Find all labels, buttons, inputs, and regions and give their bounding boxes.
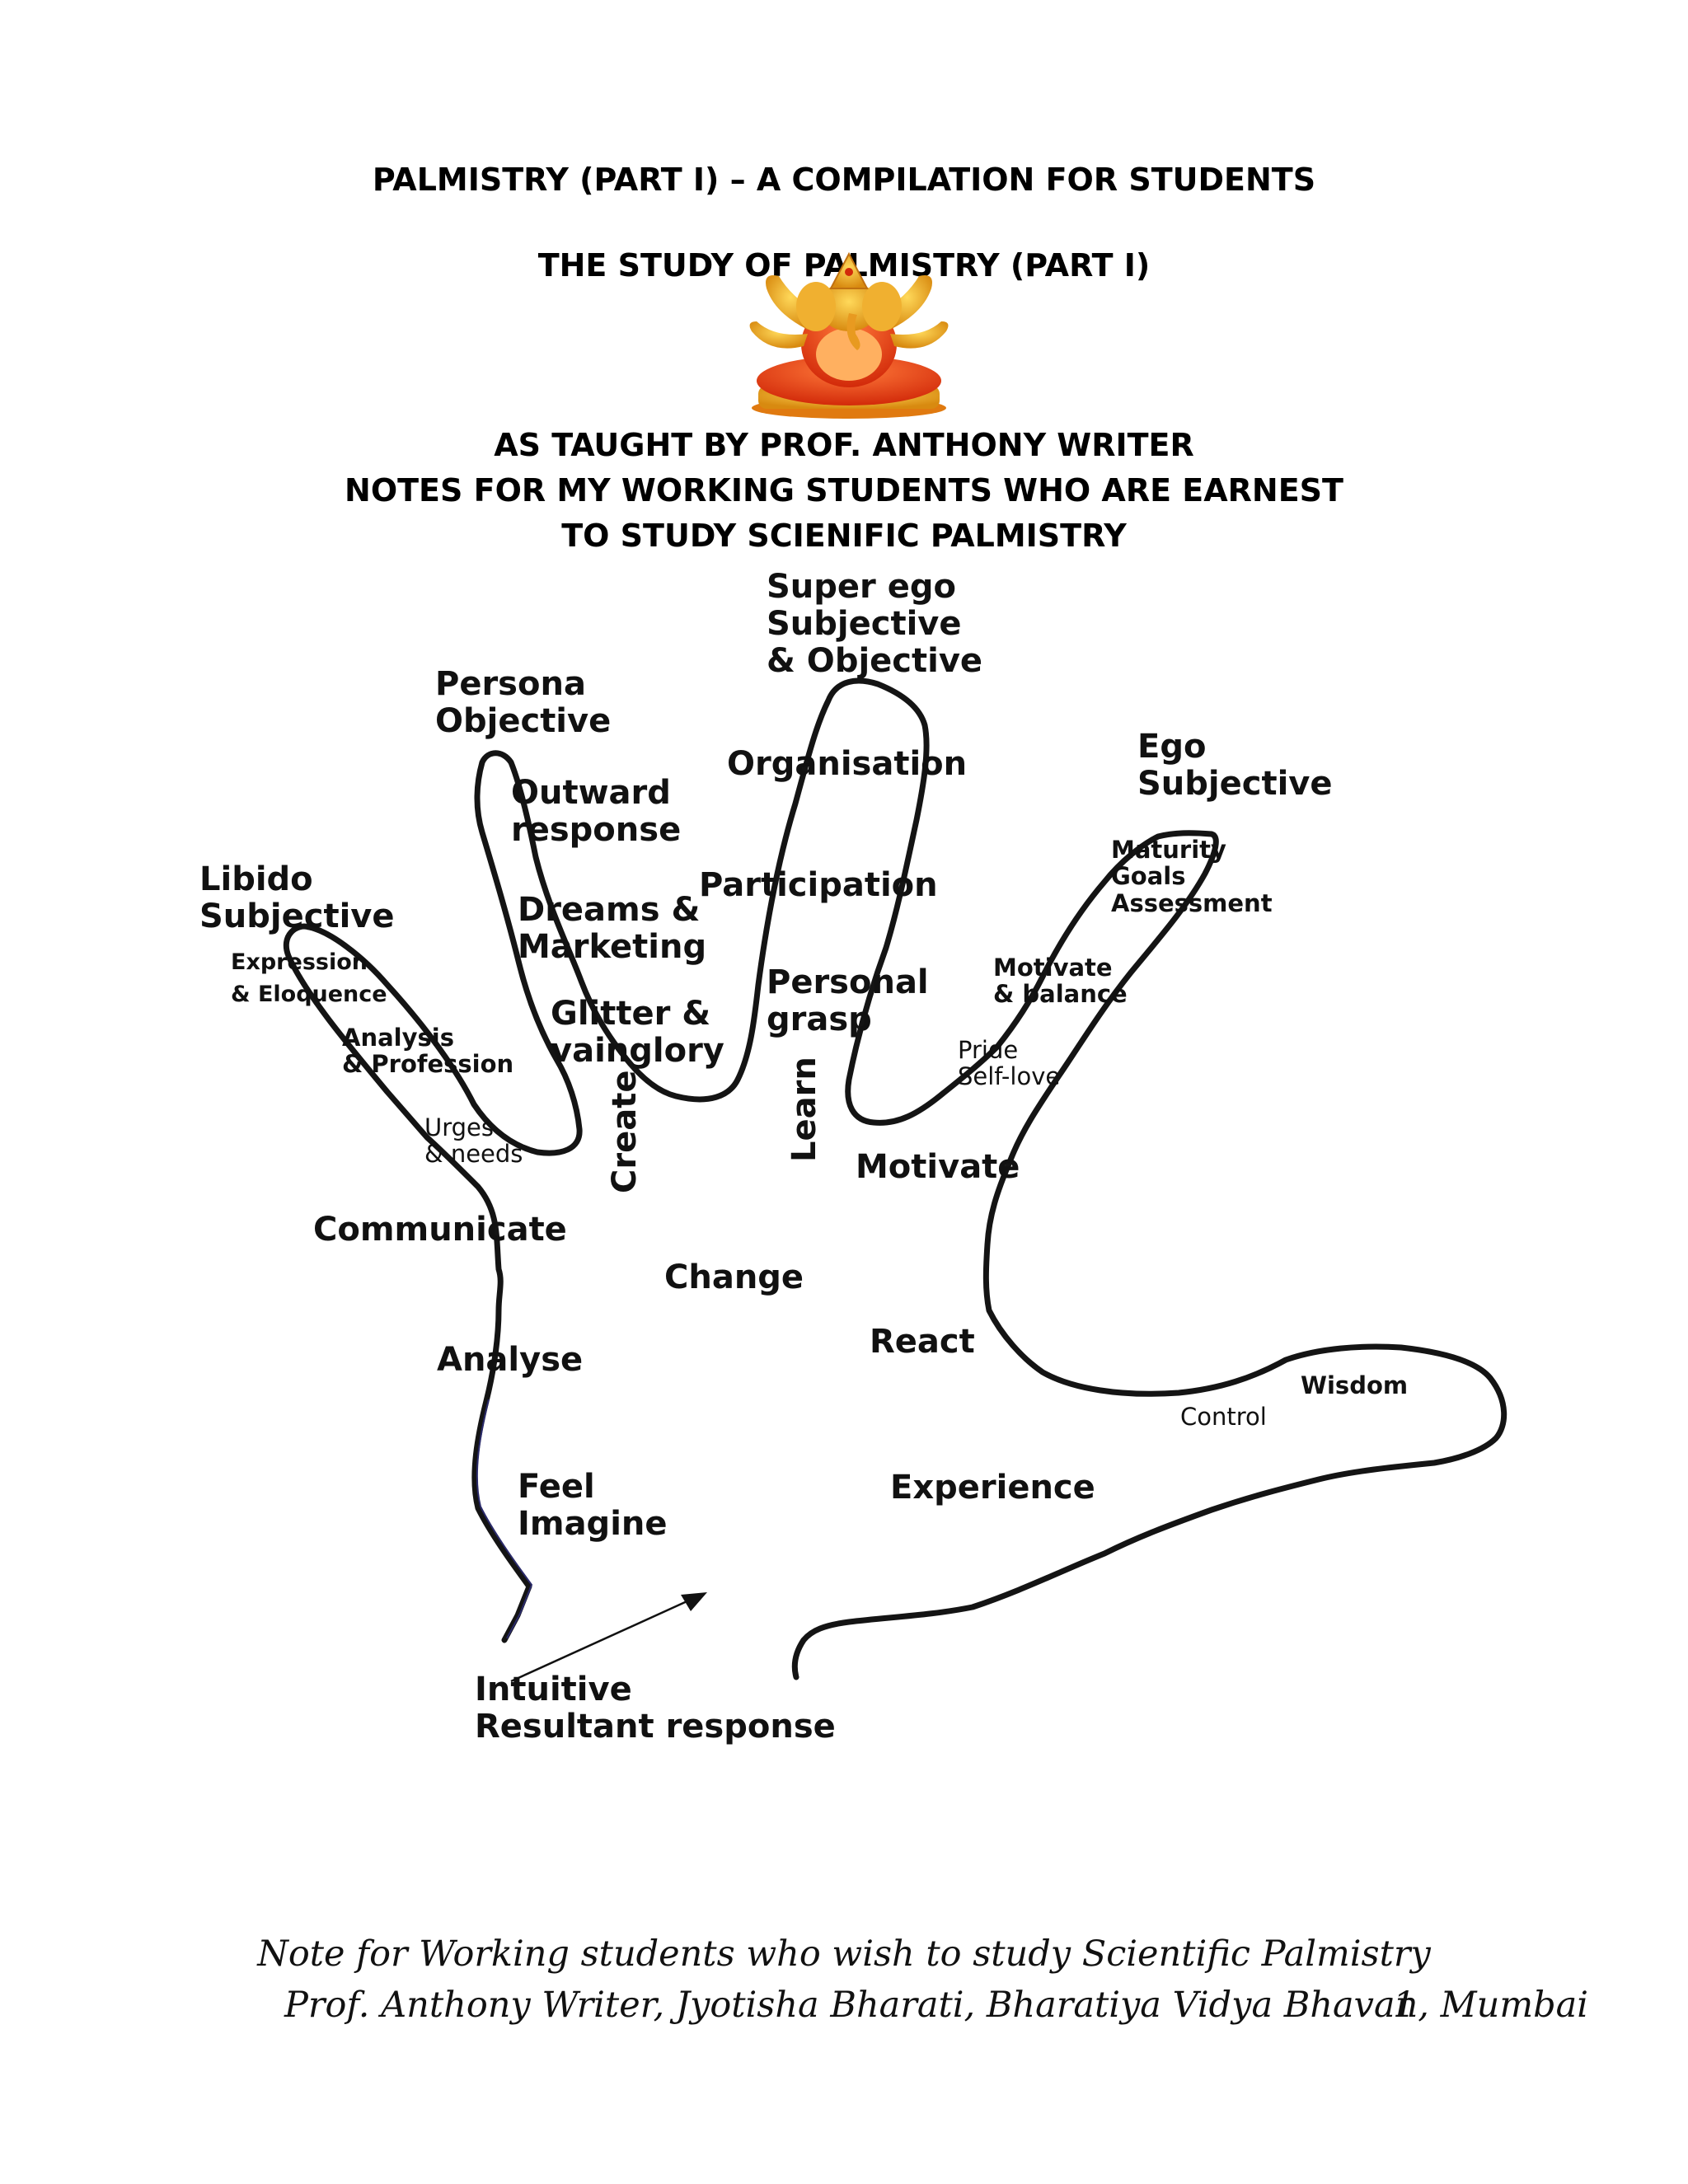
label-participation: Participation [699, 866, 938, 904]
label-intuitive-response: Intuitive Resultant response [475, 1671, 836, 1746]
label-wisdom: Wisdom [1301, 1371, 1409, 1399]
label-motivate: Motivate [856, 1148, 1020, 1186]
label-super-ego: Super ego Subjective & Objective [767, 568, 983, 680]
label-ego: Ego Subjective [1137, 728, 1333, 803]
label-feel-imagine: Feel Imagine [518, 1468, 668, 1543]
page-number: 1 [1393, 1985, 1416, 2026]
label-organisation: Organisation [727, 745, 968, 783]
label-analyse: Analyse [437, 1341, 584, 1379]
label-urges-needs: Urges & needs [424, 1113, 523, 1169]
label-learn: Learn [785, 1057, 823, 1162]
label-change: Change [664, 1258, 804, 1296]
label-create: Create [606, 1070, 644, 1193]
label-persona: Persona Objective [435, 665, 612, 740]
label-communicate: Communicate [313, 1211, 567, 1249]
arrow-icon [510, 1592, 707, 1683]
label-expression-eloquence: Expression & Eloquence [231, 949, 387, 1008]
footer-author: Prof. Anthony Writer, Jyotisha Bharati, … [284, 1985, 1589, 2026]
label-control: Control [1180, 1403, 1267, 1431]
taught-by: AS TAUGHT BY PROF. ANTHONY WRITER [494, 427, 1194, 463]
label-personal-grasp: Personal grasp [767, 963, 929, 1038]
label-motivate-balance: Motivate & balance [993, 954, 1128, 1009]
label-maturity-goals: Maturity Goals Assessment [1111, 836, 1273, 917]
page-title: PALMISTRY (PART I) – A COMPILATION FOR S… [372, 162, 1316, 198]
label-libido: Libido Subjective [199, 860, 395, 935]
notes-line-2: TO STUDY SCIENIFIC PALMISTRY [561, 518, 1127, 554]
footer-note: Note for Working students who wish to st… [257, 1933, 1431, 1975]
label-outward-response: Outward response [511, 774, 682, 849]
label-dreams-marketing: Dreams & Marketing [518, 891, 707, 966]
label-glitter-vainglory: Glitter & vainglory [551, 995, 724, 1070]
label-pride-selflove: Pride Self-love [958, 1036, 1061, 1091]
label-react: React [870, 1323, 975, 1361]
label-experience: Experience [890, 1469, 1095, 1507]
label-analysis-profession: Analysis & Profession [342, 1024, 514, 1079]
notes-line-1: NOTES FOR MY WORKING STUDENTS WHO ARE EA… [345, 472, 1343, 509]
